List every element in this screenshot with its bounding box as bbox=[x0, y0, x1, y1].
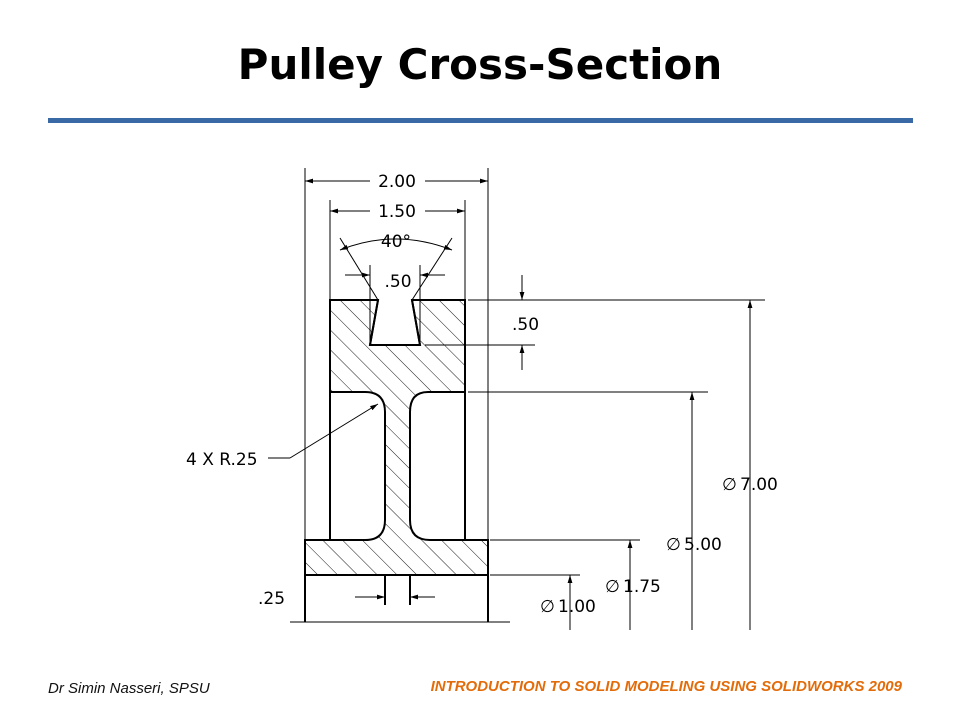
dia-symbol-bore: ∅ bbox=[540, 597, 555, 617]
dim-dia-bore: 1.00 bbox=[558, 597, 596, 617]
dim-groove-top-width: 1.50 bbox=[378, 202, 416, 222]
title-underline bbox=[48, 118, 913, 123]
dim-groove-bottom-width: .50 bbox=[384, 272, 411, 292]
footer-author: Dr Simin Nasseri, SPSU bbox=[48, 680, 210, 697]
slide-title: Pulley Cross-Section bbox=[237, 40, 723, 89]
section-body bbox=[304, 299, 489, 576]
dia-symbol-groove: ∅ bbox=[666, 535, 681, 555]
footer-course-title: INTRODUCTION TO SOLID MODELING USING SOL… bbox=[430, 678, 902, 695]
dim-groove-depth: .50 bbox=[512, 315, 539, 335]
dim-dia-outer: 7.00 bbox=[740, 475, 778, 495]
dim-dia-hub: 1.75 bbox=[623, 577, 661, 597]
dim-groove-angle: 40° bbox=[381, 232, 411, 252]
dim-hub-thickness: .25 bbox=[258, 589, 285, 609]
dim-fillet-note: 4 X R.25 bbox=[186, 450, 258, 470]
dim-overall-width: 2.00 bbox=[378, 172, 416, 192]
dia-symbol-outer: ∅ bbox=[722, 475, 737, 495]
dia-symbol-hub: ∅ bbox=[605, 577, 620, 597]
dimension-lines bbox=[268, 168, 765, 630]
dim-dia-groove: 5.00 bbox=[684, 535, 722, 555]
outline-lines bbox=[304, 392, 489, 622]
